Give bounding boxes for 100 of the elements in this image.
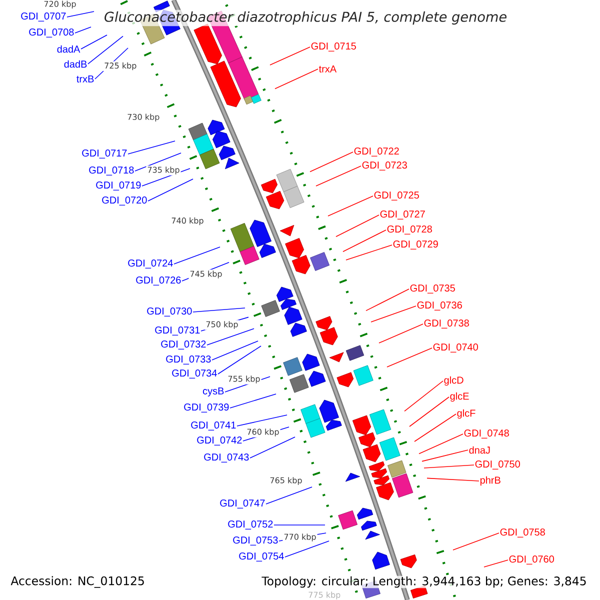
leader-line: [274, 524, 326, 526]
gene-label: GDI_0742: [197, 436, 242, 446]
gene-label: GDI_0724: [128, 260, 173, 268]
gene-label: GDI_0715: [311, 42, 356, 52]
leader-line: [414, 414, 456, 442]
leader-line: [270, 46, 310, 66]
leader-line: [128, 140, 176, 154]
gene-label: GDI_0741: [191, 422, 236, 430]
leader-line: [426, 478, 480, 482]
leader-line: [230, 394, 276, 408]
leader-line: [66, 11, 94, 18]
gene-label: GDI_0752: [228, 520, 273, 530]
gene-label: glcE: [450, 392, 469, 402]
leader-line: [328, 196, 374, 216]
leader-line: [274, 68, 318, 90]
tick-label: 720 kbp: [42, 0, 78, 10]
leader-line: [404, 380, 444, 412]
gene-label: GDI_0758: [500, 528, 545, 538]
leader-line: [218, 346, 262, 374]
gene-label: GDI_0723: [362, 162, 407, 170]
leader-line: [212, 340, 258, 360]
footer-text: Accession: NC_010125: [10, 576, 146, 588]
gene-label: GDI_0732: [161, 340, 206, 350]
gene-label: GDI_0734: [172, 370, 217, 378]
gene-label: GDI_0754: [239, 552, 284, 562]
leader-line: [484, 560, 508, 568]
leader-line: [418, 434, 464, 454]
tick-label: 735 kbp: [146, 166, 181, 176]
tick-label: 730 kbp: [126, 112, 161, 122]
tick-label: 760 kbp: [246, 428, 280, 438]
gene-label: GDI_0747: [220, 500, 265, 508]
leader-line: [422, 450, 468, 462]
tick-label: 755 kbp: [226, 374, 262, 384]
leader-line: [174, 246, 220, 264]
leader-line: [206, 328, 254, 346]
gene-label: GDI_0733: [166, 356, 211, 364]
leader-line: [88, 36, 124, 64]
gene-label: GDI_0729: [393, 240, 438, 250]
leader-line: [266, 486, 312, 504]
gene-label: GDI_0727: [380, 210, 425, 220]
gene-label: GDI_0720: [102, 196, 147, 206]
leader-line: [342, 230, 386, 252]
gene-label: GDI_0753: [233, 536, 278, 546]
gene-label: GDI_0725: [374, 192, 419, 200]
gene-label: GDI_0760: [509, 556, 554, 564]
gene-label: dnaJ: [469, 446, 490, 454]
tick-label: 765 kbp: [268, 476, 304, 486]
tick-label: 740 kbp: [170, 216, 205, 226]
gene-label: GDI_0731: [155, 326, 200, 336]
tick-label: 750 kbp: [204, 320, 240, 330]
tick-label: 745 kbp: [188, 270, 224, 280]
gene-label: GDI_0718: [89, 166, 134, 176]
leader-line: [236, 414, 288, 426]
gene-label: dadB: [64, 60, 87, 68]
footer-text: Topology: circular; Length: 3,944,163 bp; Genes: 3,845: [261, 576, 588, 588]
tick-label: 775 kbp: [307, 590, 342, 600]
gene-label: GDI_0739: [184, 404, 229, 412]
gene-label: GDI_0722: [354, 148, 399, 156]
gene-label: GDI_0748: [464, 430, 509, 438]
tick-label: 725 kbp: [103, 61, 138, 72]
gene-label: phrB: [480, 476, 500, 486]
gene-label: GDI_0726: [136, 276, 181, 286]
leader-line: [316, 166, 362, 186]
gene-label: glcD: [444, 376, 464, 386]
tick-label: 770 kbp: [282, 532, 318, 542]
leader-line: [80, 34, 108, 50]
title: Gluconacetobacter diazotrophicus PAI 5, complete genome: [102, 10, 510, 26]
leader-line: [192, 308, 246, 312]
leader-line: [310, 152, 354, 172]
gene-label: trxB: [76, 76, 94, 82]
leader-line: [366, 288, 410, 312]
gene-label: GDI_0730: [147, 308, 192, 316]
leader-line: [346, 244, 392, 260]
gene-label: GDI_0728: [387, 226, 432, 234]
leader-line: [409, 396, 450, 427]
gene-label: GDI_0708: [29, 28, 74, 38]
gene-label: dadA: [57, 45, 80, 53]
gene-label: GDI_0735: [410, 284, 455, 294]
leader-line: [370, 306, 416, 322]
gene-label: glcF: [457, 409, 476, 419]
gene-label: GDI_0738: [424, 320, 469, 328]
gene-label: GDI_0740: [433, 344, 478, 352]
gene-label: trxA: [318, 66, 337, 72]
leader-line: [424, 464, 474, 468]
gene-label: GDI_0743: [204, 454, 249, 462]
gene-label: GDI_0750: [475, 460, 520, 470]
gene-label: GDI_0707: [21, 12, 66, 22]
leader-line: [452, 532, 500, 550]
leader-line: [250, 436, 296, 458]
gene-label: cysB: [202, 388, 224, 396]
leader-line: [134, 152, 182, 172]
leader-line: [378, 324, 424, 344]
gene-label: GDI_0736: [417, 302, 462, 310]
gene-label: GDI_0717: [82, 150, 127, 158]
leader-line: [284, 540, 330, 558]
leader-line: [148, 178, 194, 202]
leader-line: [74, 26, 92, 34]
leader-line: [386, 348, 432, 368]
gene-label: GDI_0719: [96, 182, 141, 190]
leader-line: [336, 214, 380, 237]
